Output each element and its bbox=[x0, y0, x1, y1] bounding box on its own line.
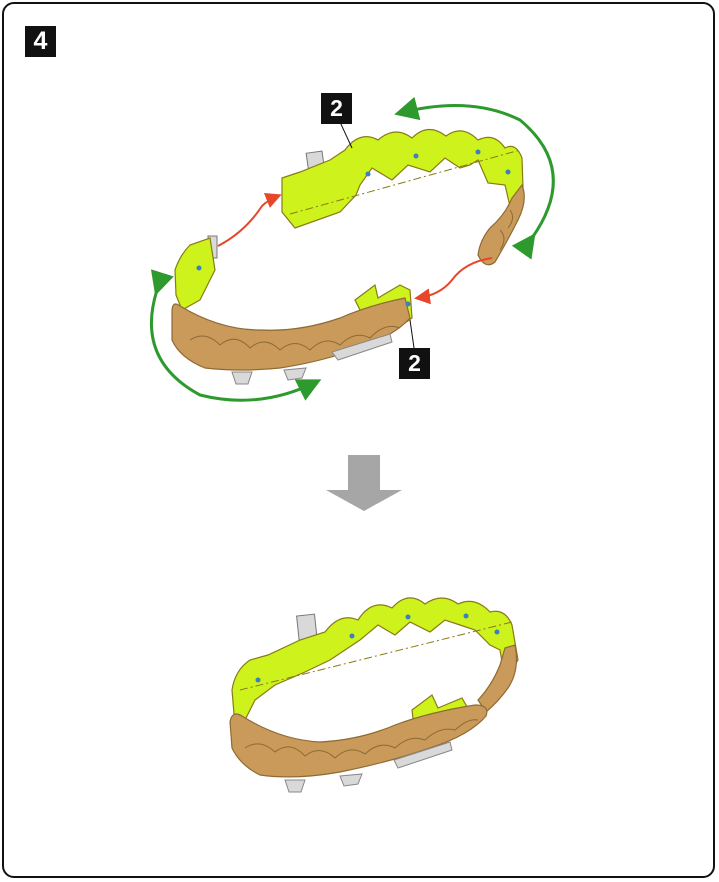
band-piece-top bbox=[281, 128, 524, 229]
part-number-tag-top: 2 bbox=[321, 93, 352, 124]
braid-piece-bottom bbox=[171, 283, 413, 385]
leader-line-bottom bbox=[409, 319, 415, 349]
curved-arrow-icon bbox=[149, 96, 555, 402]
connect-arrow-icon bbox=[217, 193, 493, 305]
assembled-crown bbox=[229, 597, 519, 793]
band-piece-left bbox=[174, 235, 218, 311]
down-arrow-icon bbox=[326, 455, 402, 511]
step-number-badge: 4 bbox=[25, 26, 56, 57]
braid-piece-right bbox=[477, 183, 525, 266]
part-number-tag-bottom: 2 bbox=[399, 348, 430, 379]
leader-line-top bbox=[339, 121, 353, 149]
